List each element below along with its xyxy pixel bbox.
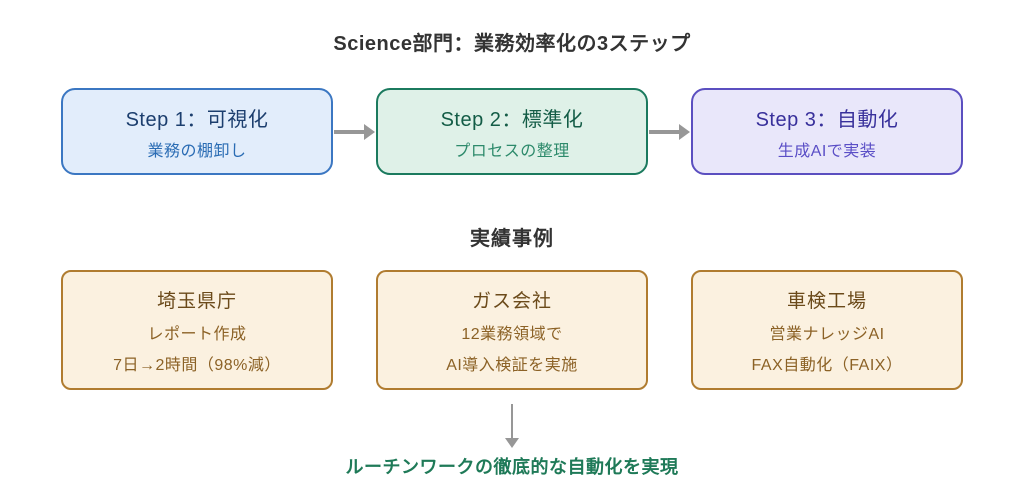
- step-box-visualization: Step 1：可視化 業務の棚卸し: [61, 88, 333, 175]
- case-box-gas-company: ガス会社 12業務領域で AI導入検証を実施: [376, 270, 648, 390]
- case-box-inspection-factory: 車検工場 営業ナレッジAI FAX自動化（FAIX）: [691, 270, 963, 390]
- section-heading-case-studies: 実績事例: [470, 228, 554, 250]
- case-title: ガス会社: [471, 290, 552, 312]
- case-line: 7日→2時間（98%減）: [113, 356, 281, 374]
- step-box-automation: Step 3：自動化 生成AIで実装: [691, 88, 963, 175]
- case-line: 営業ナレッジAI: [769, 325, 885, 343]
- case-line: FAX自動化（FAIX）: [751, 356, 903, 374]
- step-box-standardization: Step 2：標準化 プロセスの整理: [376, 88, 648, 175]
- arrow-down-to-conclusion-icon: [505, 404, 519, 448]
- arrow-shaft: [334, 130, 364, 134]
- arrow-head: [505, 438, 519, 448]
- conclusion-text: ルーチンワークの徹底的な自動化を実現: [345, 457, 679, 477]
- step-title: Step 1：可視化: [125, 108, 269, 131]
- arrow-step1-to-step2-icon: [334, 124, 375, 140]
- case-title: 車検工場: [786, 290, 867, 312]
- case-title: 埼玉県庁: [156, 290, 237, 312]
- arrow-shaft: [649, 130, 679, 134]
- step-subtitle: 生成AIで実装: [777, 142, 877, 160]
- arrow-shaft: [510, 404, 514, 438]
- step-title: Step 3：自動化: [755, 108, 899, 131]
- case-line: 12業務領域で: [461, 325, 563, 343]
- step-title: Step 2：標準化: [440, 108, 584, 131]
- case-box-saitama: 埼玉県庁 レポート作成 7日→2時間（98%減）: [61, 270, 333, 390]
- case-line: AI導入検証を実施: [446, 356, 578, 374]
- arrow-head: [679, 124, 690, 140]
- arrow-head: [364, 124, 375, 140]
- step-subtitle: プロセスの整理: [454, 142, 570, 160]
- diagram-title: Science部門：業務効率化の3ステップ: [333, 33, 691, 55]
- step-subtitle: 業務の棚卸し: [147, 142, 247, 160]
- arrow-step2-to-step3-icon: [649, 124, 690, 140]
- case-line: レポート作成: [147, 325, 247, 343]
